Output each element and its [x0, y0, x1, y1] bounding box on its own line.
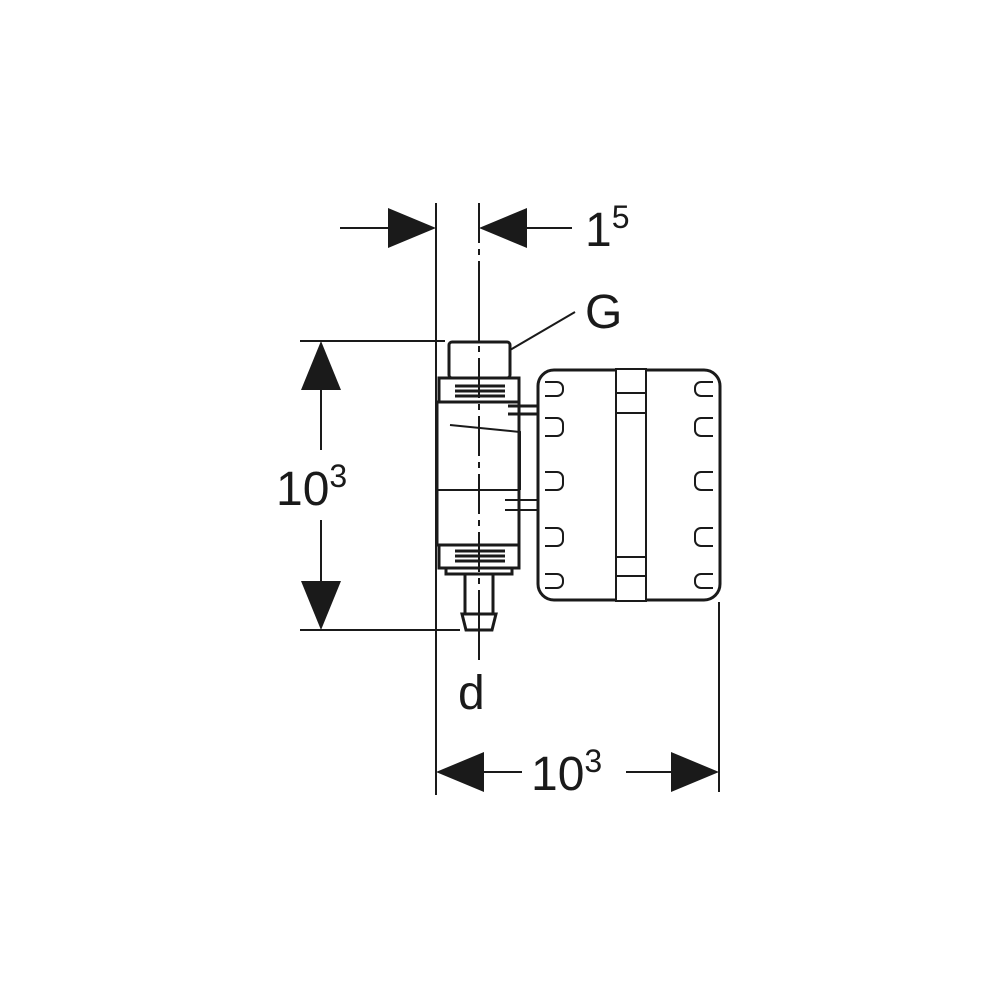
width-dimension-value: 10 [531, 748, 584, 801]
thread-label: G [585, 286, 622, 339]
width-dimension-superscript: 3 [584, 743, 602, 779]
arrow-down-icon [301, 581, 341, 630]
width-dimension-label: 103 [531, 743, 602, 801]
arrow-right-icon [671, 752, 719, 792]
offset-dimension-label: 15 [585, 199, 630, 257]
arrow-left-icon [436, 752, 484, 792]
offset-dimension-superscript: 5 [612, 199, 630, 235]
handwheel-drawing [536, 368, 722, 602]
diameter-label: d [458, 667, 485, 720]
arrow-left-icon [479, 208, 527, 248]
arrow-right-icon [388, 208, 436, 248]
height-dimension-value: 10 [276, 463, 329, 516]
height-dimension-label: 103 [276, 458, 347, 516]
valve-drawing [435, 300, 540, 660]
arrow-up-icon [301, 341, 341, 390]
offset-dimension-value: 1 [585, 204, 612, 257]
height-dimension-superscript: 3 [329, 458, 347, 494]
